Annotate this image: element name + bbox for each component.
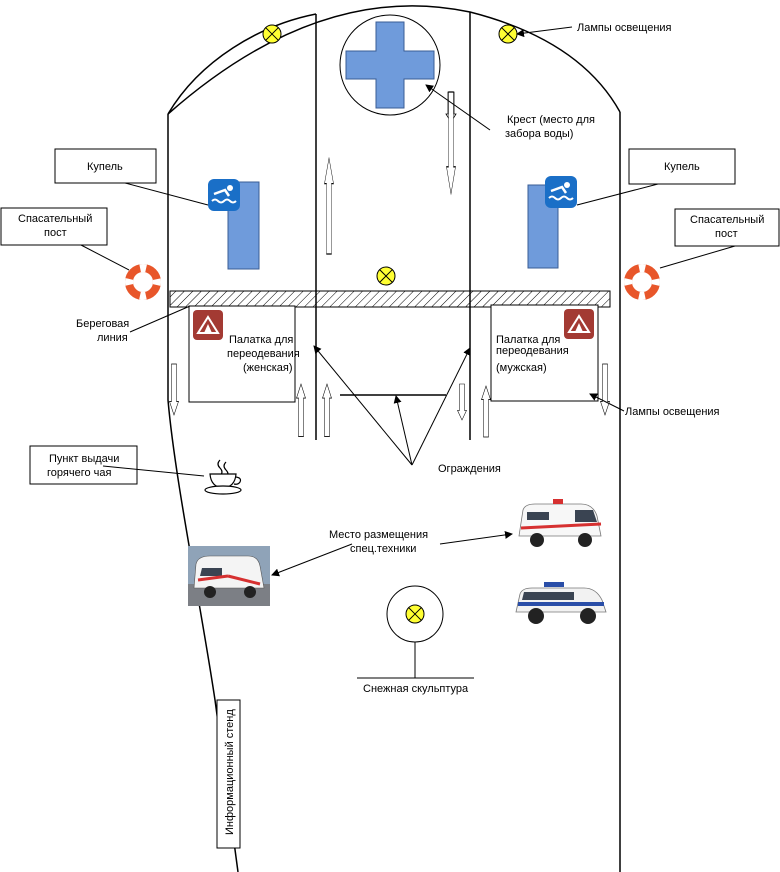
label-rescue-left-2: пост: [44, 227, 67, 239]
callout-font-right-box: [628, 148, 736, 185]
site-boundary-arc: [167, 5, 621, 115]
label-vehicles-2: спец.техники: [350, 543, 416, 555]
leader-line: [313, 345, 413, 466]
label-tent-male-1: Палатка для: [496, 334, 560, 346]
tent-icon: [564, 309, 594, 339]
label-lamps-right: Лампы освещения: [625, 406, 720, 418]
label-tent-female-3: (женская): [243, 362, 293, 374]
ambulance-icon: [518, 499, 602, 547]
flow-arrow-down: [600, 363, 610, 416]
flow-arrow-up: [322, 383, 332, 437]
tea-cup-icon: [204, 459, 242, 495]
info-stand: [216, 699, 241, 849]
callout-rescue-left-box: [0, 207, 108, 246]
label-shore-2: линия: [97, 332, 128, 344]
leader-line: [271, 543, 353, 577]
leader-line: [425, 84, 491, 131]
flow-arrow-down: [457, 383, 467, 421]
callout-rescue-right-box: [674, 208, 780, 247]
leader-line: [589, 393, 625, 412]
label-rescue-right-1: Спасательный: [690, 214, 764, 226]
leader-line: [80, 244, 130, 271]
label-tent-female-1: Палатка для: [229, 334, 293, 346]
police-car-icon: [515, 582, 607, 624]
leader-line: [129, 305, 191, 333]
leader-line: [659, 245, 736, 269]
flow-arrow-up: [324, 156, 334, 255]
lamp-icon: [376, 266, 396, 286]
label-font-left: Купель: [87, 161, 123, 173]
lifebuoy-icon: [624, 264, 660, 300]
flow-arrow-down: [169, 363, 179, 416]
label-fences: Ограждения: [438, 463, 501, 475]
leader-line: [102, 465, 205, 477]
leader-line: [393, 395, 413, 466]
label-snow-sculpture: Снежная скульптура: [363, 683, 469, 695]
swimmer-icon: [545, 176, 577, 208]
lamp-icon: [262, 24, 282, 44]
flow-arrow-up: [296, 383, 306, 437]
flow-arrow-up: [481, 385, 491, 438]
label-rescue-left-1: Спасательный: [18, 213, 92, 225]
ambulance-icon: [188, 546, 270, 606]
leader-line: [411, 347, 471, 466]
label-shore-1: Береговая: [76, 318, 129, 330]
cross-icon: [339, 14, 441, 116]
label-vehicles-1: Место размещения: [329, 529, 428, 541]
left-shore-boundary: [167, 114, 239, 872]
callout-tea-box: [29, 445, 138, 485]
label-tea-1: Пункт выдачи: [49, 453, 119, 465]
label-info-stand: Информационный стенд: [224, 709, 236, 835]
label-lamps-top: Лампы освещения: [577, 22, 672, 34]
site-boundary-left: [167, 13, 317, 115]
lifebuoy-icon: [125, 264, 161, 300]
leader-line: [576, 183, 659, 206]
label-cross-2: забора воды): [505, 128, 573, 140]
label-rescue-right-2: пост: [715, 228, 738, 240]
label-tent-male-2: переодевания: [496, 345, 569, 357]
label-cross-1: Крест (место для: [507, 114, 595, 126]
swimmer-icon: [208, 179, 240, 211]
leader-line: [516, 26, 573, 38]
callout-font-left-box: [54, 148, 157, 184]
label-tent-female-2: переодевания: [227, 348, 300, 360]
leader-line: [439, 531, 513, 545]
tent-icon: [193, 310, 223, 340]
leader-line: [124, 182, 209, 206]
label-font-right: Купель: [664, 161, 700, 173]
lamp-icon: [498, 24, 518, 44]
label-tea-2: горячего чая: [47, 467, 111, 479]
label-tent-male-3: (мужская): [496, 362, 547, 374]
shoreline-hatch: [169, 290, 611, 308]
snow-sculpture-marker: [357, 585, 474, 679]
